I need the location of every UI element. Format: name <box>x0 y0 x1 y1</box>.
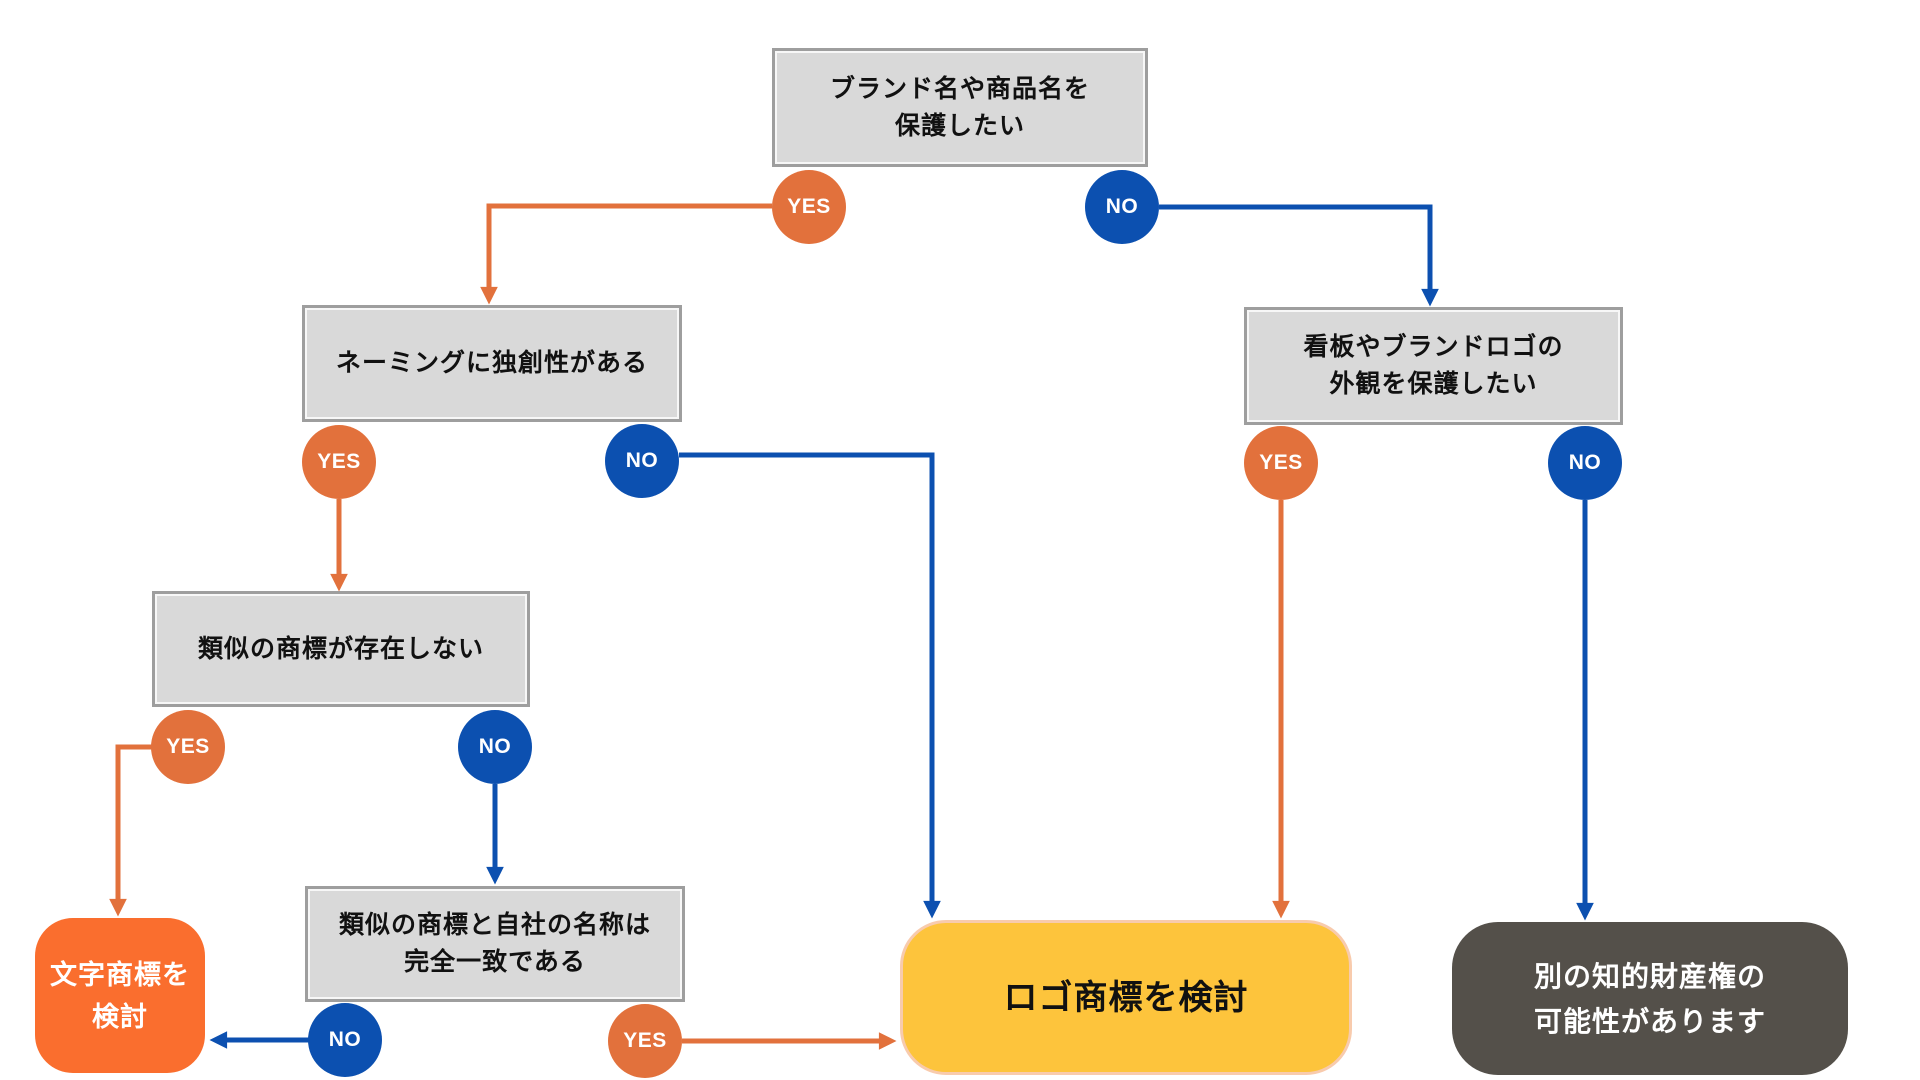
result-other-ip-rights: 別の知的財産権の 可能性があります <box>1452 922 1848 1075</box>
edge-naming-no <box>679 452 941 919</box>
node-naming-originality: ネーミングに独創性がある <box>302 305 682 422</box>
badge-similar-no: NO <box>458 710 532 784</box>
node-root-question: ブランド名や商品名を 保護したい <box>772 48 1148 167</box>
badge-signboard-yes: YES <box>1244 426 1318 500</box>
edge-root-yes <box>480 203 772 305</box>
result-consider-logo-trademark: ロゴ商標を検討 <box>900 920 1352 1075</box>
badge-root-yes: YES <box>772 170 846 244</box>
badge-exact-yes: YES <box>608 1004 682 1078</box>
node-root-line2: 保護したい <box>894 111 1025 140</box>
result-logo-line1: ロゴ商標を検討 <box>1003 978 1249 1017</box>
badge-exact-no: NO <box>308 1003 382 1077</box>
edge-similar-yes <box>109 744 153 917</box>
result-text-line1: 文字商標を <box>50 959 190 990</box>
node-exact-match: 類似の商標と自社の名称は 完全一致である <box>305 886 685 1002</box>
node-signboard-line2: 外観を保護したい <box>1329 370 1538 398</box>
node-similar-line1: 類似の商標が存在しない <box>197 634 484 663</box>
badge-similar-yes: YES <box>151 710 225 784</box>
edge-root-no <box>1159 204 1439 307</box>
result-consider-text-trademark: 文字商標を 検討 <box>35 918 205 1073</box>
node-protect-logo-appearance: 看板やブランドロゴの 外観を保護したい <box>1244 307 1623 425</box>
node-signboard-line1: 看板やブランドロゴの <box>1303 333 1564 361</box>
badge-signboard-no: NO <box>1548 426 1622 500</box>
badge-naming-yes: YES <box>302 425 376 499</box>
result-ip-line1: 別の知的財産権の <box>1533 960 1766 992</box>
badge-root-no: NO <box>1085 170 1159 244</box>
result-ip-line2: 可能性があります <box>1533 1005 1766 1037</box>
node-exact-line1: 類似の商標と自社の名称は <box>338 911 651 939</box>
node-root-line1: ブランド名や商品名を <box>829 74 1090 103</box>
badge-naming-no: NO <box>605 424 679 498</box>
result-text-line2: 検討 <box>92 1001 148 1032</box>
node-no-similar-trademark: 類似の商標が存在しない <box>152 591 530 707</box>
node-naming-line1: ネーミングに独創性がある <box>335 349 648 377</box>
node-exact-line2: 完全一致である <box>404 948 586 976</box>
